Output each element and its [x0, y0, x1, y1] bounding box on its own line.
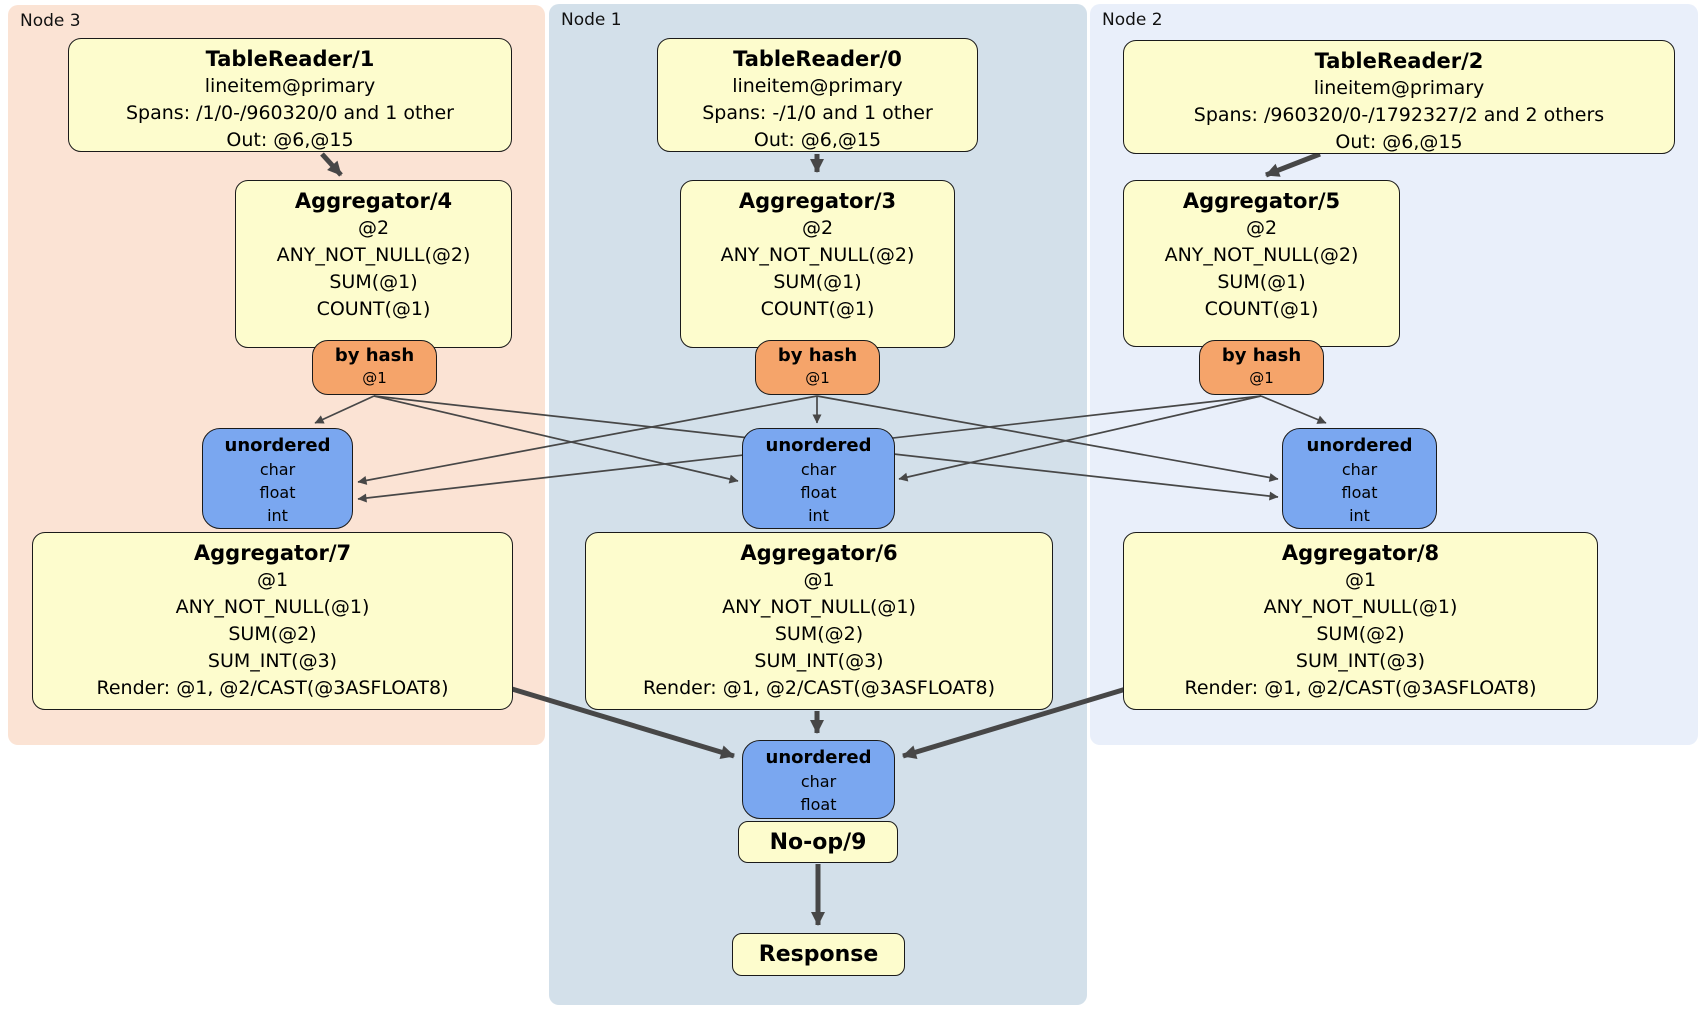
node1-label: Node 1: [561, 10, 622, 30]
box-line: SUM(@2): [228, 623, 317, 645]
tablereader-0-box: TableReader/0 lineitem@primary Spans: -/…: [657, 38, 978, 152]
box-line: Spans: /1/0-/960320/0 and 1 other: [126, 102, 454, 124]
box-line: ANY_NOT_NULL(@1): [722, 596, 916, 618]
box-line: @1: [1344, 569, 1377, 591]
sync-title: unordered: [1306, 435, 1413, 456]
edge-router1-sync3: [357, 395, 818, 485]
sync-line: float: [800, 795, 837, 814]
router-line: @1: [1249, 369, 1274, 387]
box-line: ANY_NOT_NULL(@1): [1263, 596, 1458, 618]
sync-line: float: [800, 483, 837, 502]
box-line: Spans: /960320/0-/1792327/2 and 2 others: [1193, 104, 1605, 126]
sync-line: int: [267, 506, 288, 525]
box-line: lineitem@primary: [204, 75, 376, 97]
box-line: lineitem@primary: [732, 75, 903, 97]
box-line: SUM_INT(@3): [207, 650, 338, 672]
by-hash-router-node1: by hash @1: [755, 340, 880, 395]
edge-router3-sync3: [314, 395, 375, 424]
by-hash-router-node3: by hash @1: [312, 340, 437, 395]
unordered-sync-node2: unordered char float int: [1282, 428, 1437, 529]
edge-aggregator8-final-sync: [902, 686, 1127, 759]
router-title: by hash: [777, 345, 858, 366]
sync-line: char: [800, 460, 837, 479]
sync-line: float: [1341, 483, 1378, 502]
box-line: COUNT(@1): [1204, 298, 1319, 320]
response-box: Response: [732, 933, 905, 976]
box-line: Render: @1, @2/CAST(@3ASFLOAT8): [96, 677, 449, 699]
tablereader-1-box: TableReader/1 lineitem@primary Spans: /1…: [68, 38, 512, 152]
box-title: Aggregator/7: [193, 541, 352, 565]
box-line: ANY_NOT_NULL(@2): [276, 244, 471, 266]
box-title: Aggregator/3: [738, 189, 897, 213]
box-line: @1: [256, 569, 289, 591]
router-title: by hash: [334, 345, 415, 366]
box-line: Out: @6,@15: [1335, 131, 1463, 153]
unordered-sync-node1: unordered char float int: [742, 428, 895, 529]
sync-line: int: [808, 506, 829, 525]
data-flow-edges: [320, 151, 1321, 926]
aggregator-6-box: Aggregator/6 @1 ANY_NOT_NULL(@1) SUM(@2)…: [585, 532, 1053, 710]
box-line: Render: @1, @2/CAST(@3ASFLOAT8): [643, 677, 995, 699]
edge-tablereader2-aggregator5: [1265, 151, 1321, 178]
box-title: Aggregator/6: [740, 541, 898, 565]
unordered-sync-node3: unordered char float int: [202, 428, 353, 529]
sync-line: char: [1341, 460, 1378, 479]
box-line: ANY_NOT_NULL(@2): [720, 244, 915, 266]
aggregator-3-box: Aggregator/3 @2 ANY_NOT_NULL(@2) SUM(@1)…: [680, 180, 955, 348]
box-line: @1: [803, 569, 835, 591]
box-line: Render: @1, @2/CAST(@3ASFLOAT8): [1184, 677, 1537, 699]
box-title: TableReader/1: [205, 47, 375, 71]
box-title: TableReader/2: [1314, 49, 1484, 73]
box-line: SUM(@1): [329, 271, 418, 293]
sync-line: int: [1349, 506, 1370, 525]
edge-router3-sync1: [373, 395, 739, 484]
by-hash-router-node2: by hash @1: [1199, 340, 1324, 395]
box-line: ANY_NOT_NULL(@2): [1164, 244, 1359, 266]
box-line: COUNT(@1): [760, 298, 875, 320]
box-line: @2: [1245, 217, 1278, 239]
node2-label: Node 2: [1102, 10, 1163, 30]
noop-box: No-op/9: [738, 821, 898, 863]
edge-router1-sync2: [816, 395, 1279, 482]
box-line: SUM(@1): [773, 271, 862, 293]
box-line: @2: [357, 217, 390, 239]
edge-tablereader1-aggregator4: [320, 152, 343, 177]
box-line: SUM(@2): [774, 623, 864, 645]
aggregator-8-box: Aggregator/8 @1 ANY_NOT_NULL(@1) SUM(@2)…: [1123, 532, 1598, 710]
sync-line: char: [800, 772, 837, 791]
box-line: lineitem@primary: [1313, 77, 1485, 99]
aggregator-4-box: Aggregator/4 @2 ANY_NOT_NULL(@2) SUM(@1)…: [235, 180, 512, 348]
box-title: Aggregator/4: [294, 189, 453, 213]
tablereader-2-box: TableReader/2 lineitem@primary Spans: /9…: [1123, 40, 1675, 154]
node3-label: Node 3: [20, 11, 81, 31]
box-title: Aggregator/8: [1281, 541, 1440, 565]
box-line: COUNT(@1): [316, 298, 431, 320]
unordered-sync-final: unordered char float: [742, 740, 895, 819]
box-line: SUM(@2): [1316, 623, 1405, 645]
box-title: Aggregator/5: [1182, 189, 1341, 213]
edge-router2-sync1: [898, 395, 1262, 482]
aggregator-5-box: Aggregator/5 @2 ANY_NOT_NULL(@2) SUM(@1)…: [1123, 180, 1400, 347]
box-line: SUM_INT(@3): [1295, 650, 1426, 672]
router-line: @1: [362, 369, 387, 387]
sync-title: unordered: [224, 435, 331, 456]
box-line: Spans: -/1/0 and 1 other: [702, 102, 933, 124]
box-line: @2: [801, 217, 834, 239]
box-line: SUM_INT(@3): [754, 650, 884, 672]
sync-line: float: [259, 483, 296, 502]
router-title: by hash: [1221, 345, 1302, 366]
edge-aggregator7-final-sync: [511, 686, 735, 759]
sync-line: char: [259, 460, 296, 479]
edge-router2-sync2: [1260, 395, 1327, 424]
sync-title: unordered: [765, 747, 872, 768]
sync-title: unordered: [765, 435, 872, 456]
box-line: ANY_NOT_NULL(@1): [175, 596, 370, 618]
aggregator-7-box: Aggregator/7 @1 ANY_NOT_NULL(@1) SUM(@2)…: [32, 532, 513, 710]
box-line: Out: @6,@15: [226, 129, 354, 151]
router-line: @1: [805, 369, 830, 387]
box-line: Out: @6,@15: [753, 129, 882, 151]
box-line: SUM(@1): [1217, 271, 1306, 293]
box-title: TableReader/0: [733, 47, 902, 71]
